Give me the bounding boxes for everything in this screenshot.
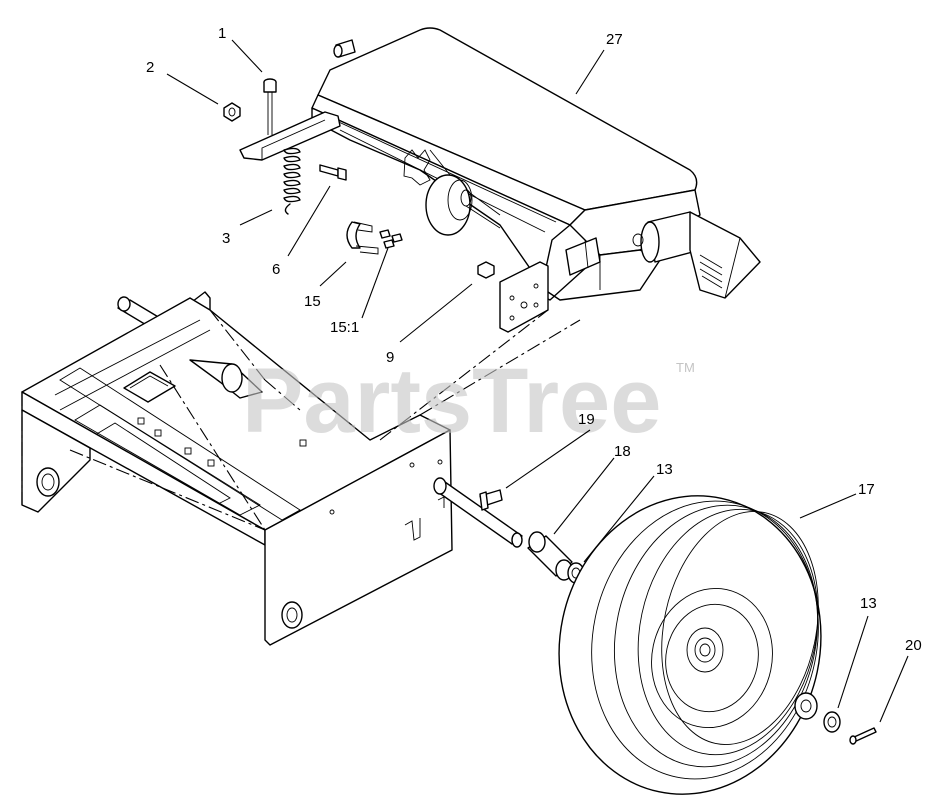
spring-3[interactable]: [283, 147, 301, 215]
callout-15: 15: [304, 293, 321, 310]
leader-20: [879, 655, 909, 723]
leader-1: [231, 39, 263, 73]
spacer-18[interactable]: [527, 531, 573, 581]
leader-17: [799, 493, 857, 519]
wheel-17[interactable]: [532, 471, 849, 795]
callout-2: 2: [146, 59, 154, 76]
bolt-19[interactable]: [479, 489, 503, 511]
nut-2[interactable]: [223, 102, 241, 122]
cotter-pin-20[interactable]: [849, 727, 877, 745]
nut-9[interactable]: [477, 261, 495, 279]
leader-19: [505, 429, 591, 489]
leader-2: [166, 73, 219, 105]
callout-15-1: 15:1: [330, 319, 359, 336]
bolt-1[interactable]: [263, 78, 277, 135]
callout-1: 1: [218, 25, 226, 42]
callout-13b: 13: [860, 595, 877, 612]
bracket-arm[interactable]: [239, 111, 341, 161]
leader-27: [575, 49, 605, 95]
mount-plate[interactable]: [499, 261, 549, 333]
axle-shaft[interactable]: [433, 477, 523, 548]
watermark-trademark: TM: [676, 360, 695, 375]
bearing[interactable]: [794, 692, 818, 720]
callout-13a: 13: [656, 461, 673, 478]
leader-18: [553, 457, 615, 535]
leader-9: [399, 283, 473, 343]
chassis-frame[interactable]: [21, 291, 581, 646]
watermark-text: PartsTree: [242, 350, 661, 452]
clamp-15[interactable]: [346, 221, 379, 255]
callout-27: 27: [606, 31, 623, 48]
bolt-6[interactable]: [319, 164, 347, 181]
transmission-housing[interactable]: [311, 27, 761, 301]
callout-9: 9: [386, 349, 394, 366]
callout-17: 17: [858, 481, 875, 498]
clips-15-1[interactable]: [379, 229, 403, 249]
callout-18: 18: [614, 443, 631, 460]
washer-13-outer[interactable]: [823, 711, 841, 733]
leader-6: [287, 185, 331, 257]
leader-13a: [583, 475, 655, 563]
leader-15: [319, 261, 347, 287]
leader-15-1: [361, 247, 389, 319]
leader-3: [239, 209, 273, 226]
callout-6: 6: [272, 261, 280, 278]
callout-3: 3: [222, 230, 230, 247]
leader-13b: [837, 615, 869, 709]
callout-19: 19: [578, 411, 595, 428]
callout-20: 20: [905, 637, 922, 654]
